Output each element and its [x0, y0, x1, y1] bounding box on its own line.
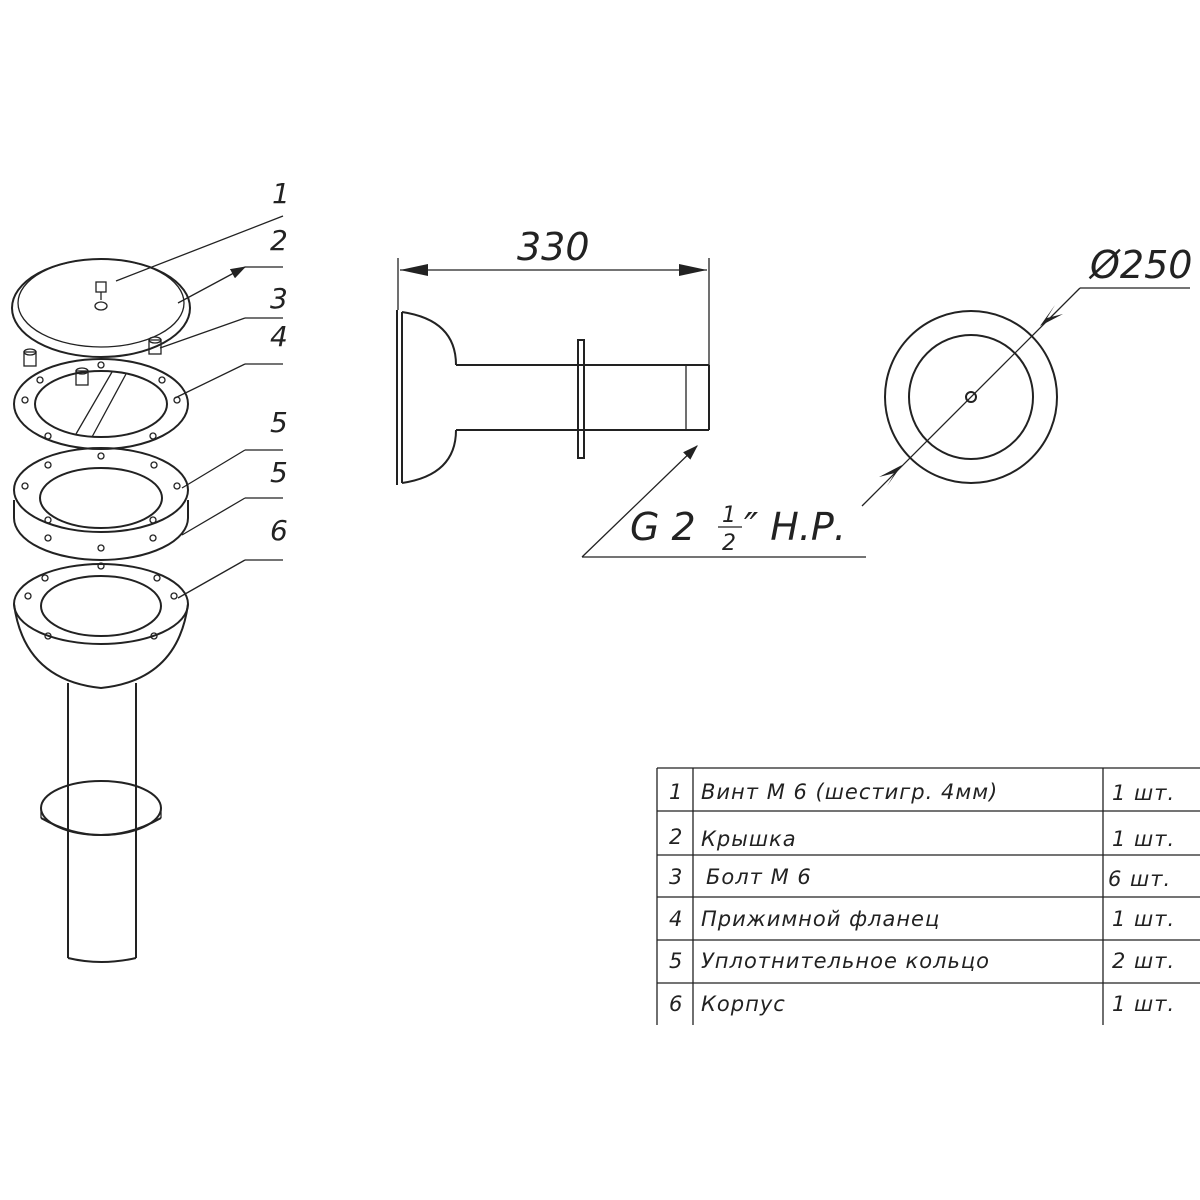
table-row-2-name: Крышка — [701, 827, 797, 851]
seal-ring-2 — [13, 500, 189, 561]
body-part — [13, 562, 189, 963]
callout-3: 3 — [270, 282, 288, 315]
thread-fraction-den: 2 — [722, 531, 736, 556]
callout-6: 6 — [270, 514, 288, 547]
diameter-dimension: Ø250 — [1088, 243, 1192, 287]
exploded-view: 1 2 3 4 5 5 6 — [11, 177, 290, 963]
table-row-6-name: Корпус — [701, 992, 786, 1016]
cover-part — [11, 258, 191, 358]
table-row-4-qty: 1 шт. — [1112, 907, 1175, 931]
callout-leaders — [115, 215, 284, 599]
table-row-3-name: Болт М 6 — [706, 865, 812, 889]
parts-table: 1 Винт М 6 (шестигр. 4мм) 1 шт. 2 Крышка… — [656, 767, 1200, 1025]
table-row-2-num: 2 — [669, 825, 683, 849]
table-row-4-num: 4 — [669, 907, 683, 931]
callout-4: 4 — [270, 320, 288, 353]
thread-main-label: G 2 — [630, 505, 696, 549]
callout-5b: 5 — [270, 456, 288, 489]
callout-2: 2 — [270, 224, 288, 257]
table-row-3-num: 3 — [669, 865, 683, 889]
length-dimension: 330 — [517, 225, 590, 269]
flange-part — [13, 358, 189, 450]
table-row-5-num: 5 — [669, 949, 683, 973]
callout-1: 1 — [272, 177, 290, 210]
thread-leader: G 2 1 2 ″ Н.Р. — [581, 445, 866, 558]
table-row-6-qty: 1 шт. — [1112, 992, 1175, 1016]
table-row-5-qty: 2 шт. — [1112, 949, 1175, 973]
table-row-2-qty: 1 шт. — [1112, 827, 1175, 851]
table-row-1-name: Винт М 6 (шестигр. 4мм) — [701, 780, 998, 804]
thread-suffix-label: ″ Н.Р. — [744, 505, 846, 549]
table-row-1-num: 1 — [669, 780, 683, 804]
front-view: Ø250 — [861, 243, 1192, 507]
table-row-4-name: Прижимной фланец — [701, 907, 940, 931]
table-row-6-num: 6 — [669, 992, 683, 1016]
callout-5a: 5 — [270, 406, 288, 439]
table-row-5-name: Уплотнительное кольцо — [701, 949, 990, 973]
side-view: 330 — [396, 225, 710, 485]
table-row-1-qty: 1 шт. — [1112, 781, 1175, 805]
seal-ring-1 — [13, 447, 189, 533]
table-row-3-qty: 6 шт. — [1108, 867, 1171, 891]
thread-fraction-num: 1 — [722, 503, 736, 528]
